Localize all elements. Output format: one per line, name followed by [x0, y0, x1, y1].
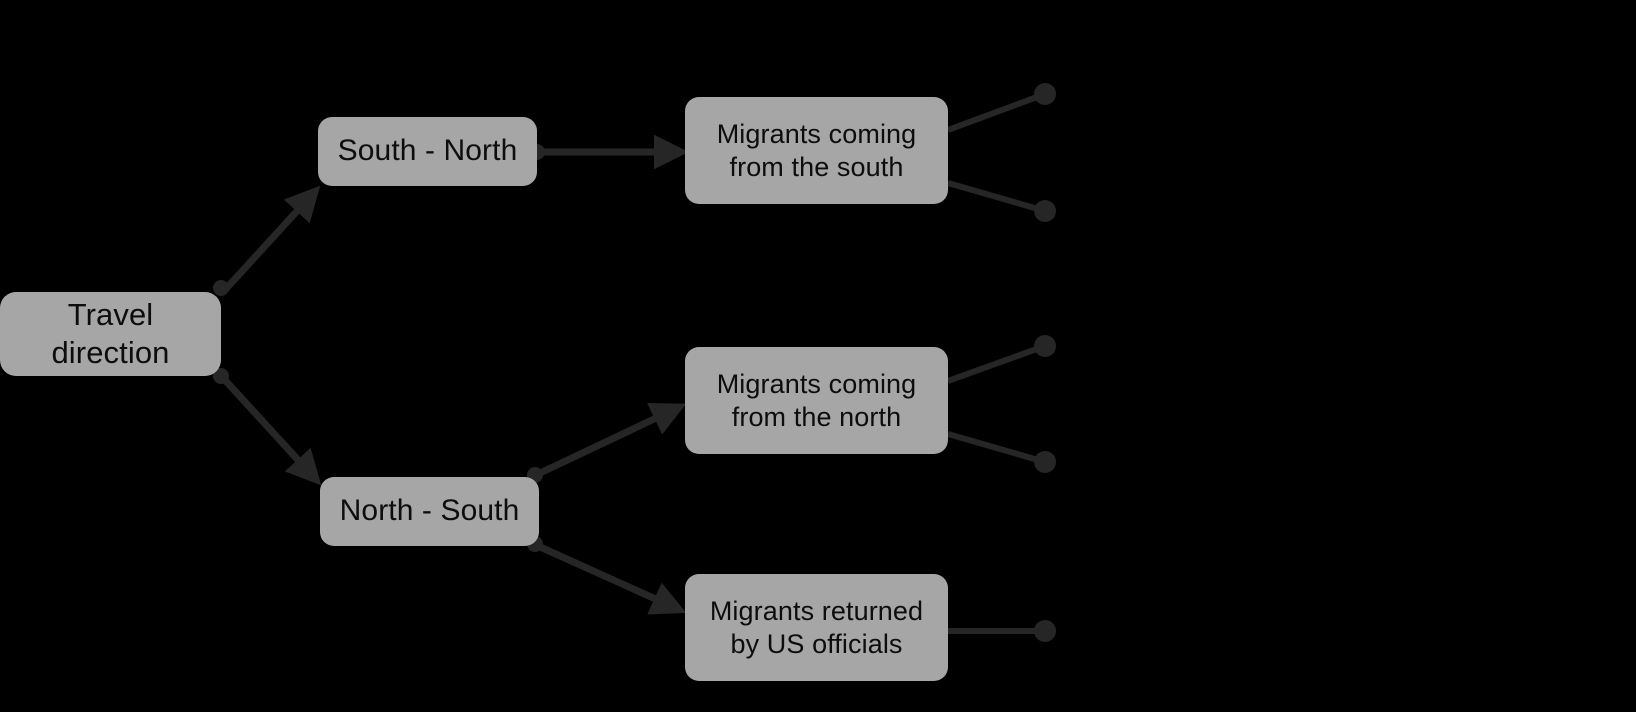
node-travel-direction[interactable]: Travel direction [0, 292, 221, 376]
node-south-north[interactable]: South - North [318, 117, 537, 186]
leaf-dot [1034, 451, 1056, 473]
edge-root-to-south-north [213, 185, 321, 296]
edge-migrants-returned-to-leaf-1 [948, 620, 1056, 642]
leaf-dot [1034, 200, 1056, 222]
node-migrants-from-south-label: Migrants coming from the south [716, 118, 917, 182]
node-migrants-from-north[interactable]: Migrants coming from the north [685, 347, 948, 454]
edge-migrants-south-to-leaf-1 [946, 83, 1056, 133]
leaf-dot [1034, 335, 1056, 357]
edge-root-to-north-south [213, 368, 322, 486]
leaf-dot [1034, 620, 1056, 642]
node-north-south-label: North - South [339, 494, 520, 528]
edge-migrants-north-to-leaf-2 [947, 431, 1056, 473]
edge-migrants-south-to-leaf-2 [947, 180, 1056, 222]
leaf-dot [1034, 83, 1056, 105]
node-travel-direction-label: Travel direction [51, 297, 170, 370]
edge-migrants-north-to-leaf-1 [946, 335, 1056, 384]
node-migrants-from-north-label: Migrants coming from the north [716, 368, 917, 432]
edge-north-south-to-migrants-returned [527, 536, 687, 615]
node-south-north-label: South - North [337, 134, 518, 168]
node-north-south[interactable]: North - South [320, 477, 539, 546]
node-migrants-returned[interactable]: Migrants returned by US officials [685, 574, 948, 681]
node-migrants-returned-label: Migrants returned by US officials [709, 595, 924, 659]
edge-south-north-to-migrants-south [529, 134, 689, 170]
node-migrants-from-south[interactable]: Migrants coming from the south [685, 97, 948, 204]
edge-north-south-to-migrants-north [527, 402, 687, 483]
